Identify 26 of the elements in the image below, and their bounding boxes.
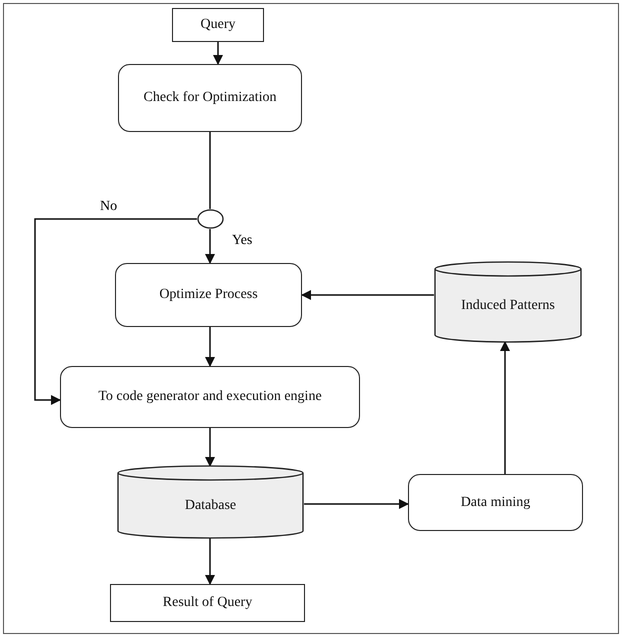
arrow xyxy=(205,538,215,585)
box-label: Data mining xyxy=(460,494,532,512)
box-label: Query xyxy=(200,16,236,34)
process-box xyxy=(110,584,305,622)
arrow xyxy=(213,42,223,65)
decision-circle xyxy=(197,209,224,229)
process-box xyxy=(172,8,264,42)
box-label: Optimize Process xyxy=(158,286,259,304)
box-label: Result of Query xyxy=(162,594,254,612)
database-cylinder xyxy=(117,466,304,538)
process-box xyxy=(60,366,360,428)
process-box xyxy=(408,474,583,531)
arrow xyxy=(34,218,197,405)
arrow xyxy=(304,499,409,509)
box-label: Check for Optimization xyxy=(142,89,278,107)
arrow xyxy=(205,229,215,264)
box-label: Induced Patterns xyxy=(460,297,556,315)
process-box xyxy=(118,64,302,132)
box-label: Database xyxy=(184,497,238,515)
arrow xyxy=(500,341,510,474)
process-box xyxy=(115,263,302,327)
arrow xyxy=(301,290,434,300)
arrow xyxy=(205,428,215,467)
box-label: To code generator and execution engine xyxy=(97,388,323,406)
database-cylinder xyxy=(434,262,582,342)
arrow xyxy=(205,327,215,367)
